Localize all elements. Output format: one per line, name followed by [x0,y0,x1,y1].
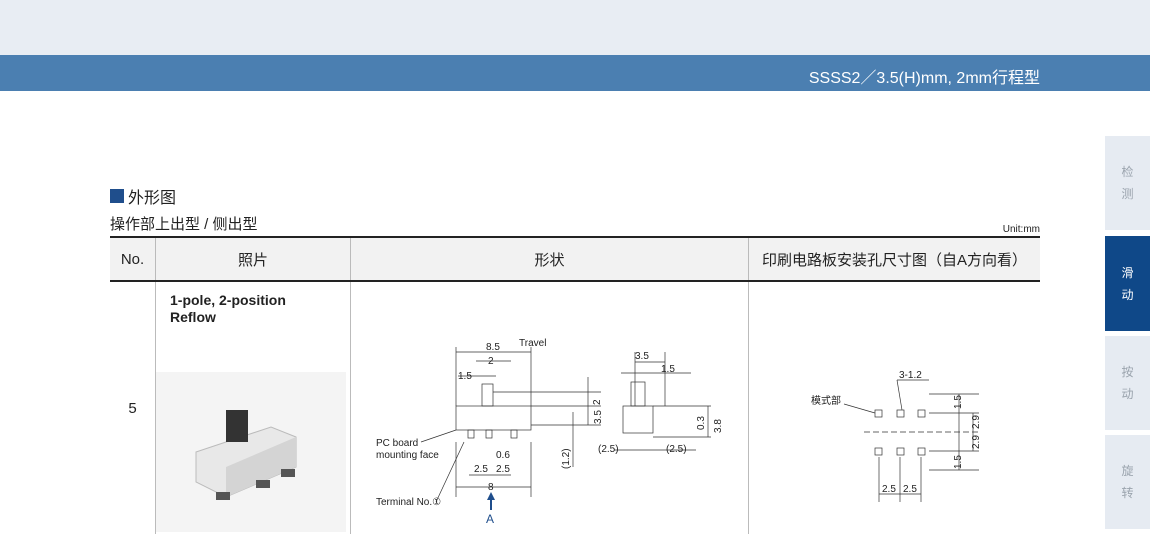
direction-a-label: A [486,512,494,526]
fp-dim-2-9-b: 2.9 [971,435,982,449]
dim-2-v: 2 [592,399,603,405]
sidebar-item-rotary[interactable]: 旋转 [1105,435,1150,529]
holes-label: 3-1.2 [899,370,922,381]
fp-dim-1-5-a: 1.5 [953,395,964,409]
side-dim-2-5-right: (2.5) [666,444,687,455]
fp-dim-2-5-b: 2.5 [903,484,917,495]
dim-8: 8 [488,482,494,493]
col-no: No. [110,236,156,282]
travel-label: Travel [519,338,546,349]
side-dim-2-5-left: (2.5) [598,444,619,455]
fp-dim-2-5-a: 2.5 [882,484,896,495]
sidebar-item-push[interactable]: 按动 [1105,336,1150,430]
dim-3-5-v: 3.5 [593,410,604,424]
pcb-label-1: PC board [376,438,418,449]
footprint-cell: 模式部 3-1.2 1.5 2.9 2.9 1.5 2.5 2.5 [748,281,1040,534]
square-icon [110,189,124,203]
photo-cell: 1-pole, 2-position Reflow [155,281,351,534]
dim-2: 2 [488,356,494,367]
title-bar: SSSS2／3.5(H)mm, 2mm行程型 [0,55,1150,91]
shape-cell: 8.5 Travel 2 1.5 2 3.5 (1.2) PC board mo… [350,281,749,534]
unit-label: Unit:mm [1002,224,1040,235]
sidebar-item-slide[interactable]: 滑动 [1105,236,1150,331]
section-heading: 外形图 [110,184,176,208]
terminal-label: Terminal No.① [376,497,441,508]
dim-2-5-a: 2.5 [474,464,488,475]
dimension-drawing: 8.5 Travel 2 1.5 2 3.5 (1.2) PC board mo… [376,338,724,526]
dim-2-5-b: 2.5 [496,464,510,475]
page-title: SSSS2／3.5(H)mm, 2mm行程型 [808,70,1040,87]
desc-line1: 1-pole, 2-position [170,292,286,308]
side-dim-1-5: 1.5 [661,364,675,375]
dim-1-2: (1.2) [561,448,572,469]
top-band [0,0,1150,55]
dim-8-5: 8.5 [486,342,500,353]
dim-1-5: 1.5 [458,371,472,382]
col-footprint: 印刷电路板安装孔尺寸图（自A方向看） [748,236,1040,282]
desc-line2: Reflow [170,309,216,325]
side-dim-3-8: 3.8 [713,419,724,433]
switch-photo [156,372,346,532]
col-photo: 照片 [155,236,351,282]
side-dim-3-5: 3.5 [635,351,649,362]
table-row: 5 1-pole, 2-position Reflow 8.5 Travel 2… [110,281,1040,534]
pcb-label-2: mounting face [376,450,439,461]
fp-dim-1-5-b: 1.5 [953,455,964,469]
col-shape: 形状 [350,236,749,282]
row-no: 5 [128,399,137,417]
dim-0-6: 0.6 [496,450,510,461]
sidebar-item-detect[interactable]: 检测 [1105,136,1150,230]
section-subtitle: 操作部上出型 / 侧出型 [110,216,258,233]
pattern-label: 模式部 [811,394,841,407]
side-dim-0-3: 0.3 [696,416,707,430]
spec-table: No. 照片 形状 印刷电路板安装孔尺寸图（自A方向看） 5 1-pole, 2… [110,236,1040,534]
footprint-drawing: 模式部 3-1.2 1.5 2.9 2.9 1.5 2.5 2.5 [811,370,982,502]
fp-dim-2-9-a: 2.9 [971,415,982,429]
